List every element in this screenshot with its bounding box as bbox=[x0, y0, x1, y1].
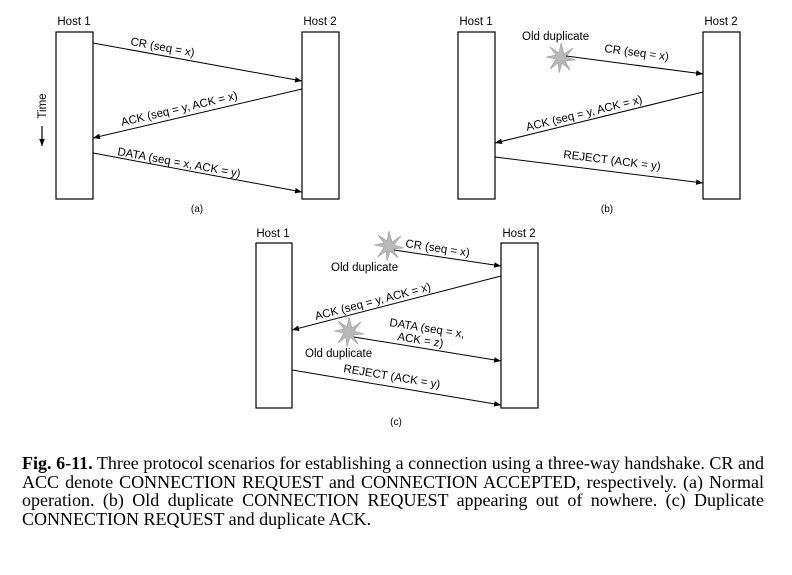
panel-b: Host 1 Host 2 Old duplicate CR (seq = x)… bbox=[457, 16, 741, 215]
panel-c-old-duplicate-label-1: Old duplicate bbox=[331, 262, 398, 274]
figure-number: Fig. 6-11. bbox=[22, 453, 93, 473]
panel-c-host2-timeline bbox=[500, 242, 539, 409]
panel-c-burst-icon-2 bbox=[333, 316, 365, 348]
panel-a-host2-label: Host 2 bbox=[303, 16, 336, 28]
panel-a: Host 1 Host 2 Time CR (seq = x) ACK (seq… bbox=[37, 16, 340, 215]
panel-b-sublabel: (b) bbox=[601, 204, 613, 215]
panel-a-host1-label: Host 1 bbox=[57, 16, 90, 28]
panel-c: Host 1 Host 2 Old duplicate CR (seq = x)… bbox=[255, 228, 539, 428]
panel-a-sublabel: (a) bbox=[191, 204, 203, 215]
panel-a-data-label: DATA (seq = x, ACK = y) bbox=[116, 146, 241, 180]
panel-b-cr-label: CR (seq = x) bbox=[604, 43, 670, 63]
panel-c-host2-label: Host 2 bbox=[502, 228, 535, 240]
panel-c-old-duplicate-label-2: Old duplicate bbox=[305, 348, 372, 360]
panel-b-host1-label: Host 1 bbox=[459, 16, 492, 28]
panel-b-old-duplicate-label: Old duplicate bbox=[522, 31, 589, 43]
three-way-handshake-diagram: Host 1 Host 2 Time CR (seq = x) ACK (seq… bbox=[37, 16, 741, 428]
caption-text: Three protocol scenarios for establishin… bbox=[22, 453, 764, 529]
panel-a-data-arrow bbox=[92, 152, 303, 194]
panel-b-ack-arrow bbox=[494, 91, 704, 145]
panel-c-host1-timeline bbox=[255, 242, 293, 409]
panel-c-data-arrow bbox=[353, 336, 502, 363]
panel-b-reject-arrow bbox=[494, 156, 704, 185]
panel-a-cr-arrow bbox=[92, 42, 303, 83]
time-axis-label: Time bbox=[37, 93, 49, 118]
panel-b-cr-arrow bbox=[565, 55, 704, 76]
panel-b-host1-timeline bbox=[457, 31, 496, 200]
panel-c-host1-label: Host 1 bbox=[256, 228, 289, 240]
panel-b-ack-label: ACK (seq = y, ACK = x) bbox=[525, 94, 644, 134]
panel-b-host2-label: Host 2 bbox=[704, 16, 737, 28]
panel-c-sublabel: (c) bbox=[390, 417, 402, 428]
panel-c-burst-icon-1 bbox=[373, 230, 405, 262]
panel-a-host1-timeline bbox=[55, 31, 94, 200]
panel-b-burst-icon bbox=[545, 42, 577, 74]
figure-caption: Fig. 6-11. Three protocol scenarios for … bbox=[22, 454, 764, 528]
panel-c-cr-arrow bbox=[393, 249, 502, 268]
panel-b-reject-label: REJECT (ACK = y) bbox=[563, 149, 662, 173]
panel-a-host2-timeline bbox=[301, 31, 340, 200]
panel-a-ack-label: ACK (seq = y, ACK = x) bbox=[120, 90, 239, 129]
panel-b-host2-timeline bbox=[702, 31, 741, 200]
panel-c-ack-label: ACK (seq = y, ACK = x) bbox=[314, 281, 433, 323]
panel-a-ack-arrow bbox=[92, 88, 303, 140]
panel-c-reject-arrow bbox=[291, 369, 502, 407]
panel-c-ack-arrow bbox=[291, 275, 502, 331]
